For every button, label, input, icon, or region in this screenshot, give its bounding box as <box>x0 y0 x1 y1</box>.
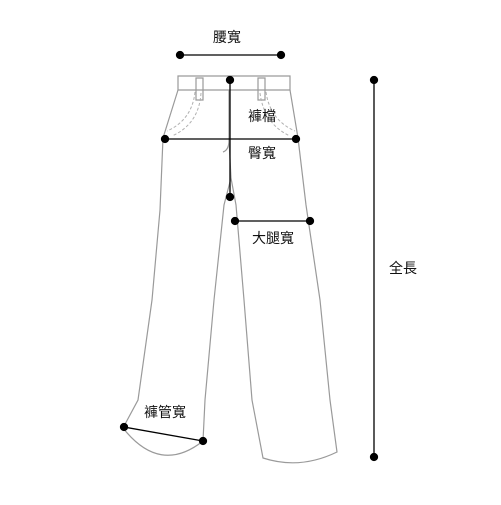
belt-loop-left <box>195 77 204 101</box>
pocket-stitching <box>166 91 296 137</box>
left-leg <box>122 89 232 456</box>
hem-dot-right <box>198 436 208 446</box>
right-leg <box>230 89 338 464</box>
pocket-left <box>166 91 196 132</box>
hem-label: 褲管寬 <box>144 405 186 421</box>
hem-dot-left <box>119 422 129 432</box>
fly-seam <box>222 90 230 153</box>
hip-label: 臀寬 <box>248 146 276 162</box>
thigh-label: 大腿寬 <box>252 231 294 247</box>
belt-loop-right <box>257 77 266 101</box>
length-label: 全長 <box>389 261 417 277</box>
waistband <box>177 75 291 91</box>
rise-label: 褲檔 <box>248 109 276 125</box>
rise-dot-top <box>225 75 235 85</box>
rise-dot-bottom <box>225 192 235 202</box>
waist-dot-right <box>276 50 286 60</box>
pocket-right-inner <box>259 92 291 137</box>
length-dot-bottom <box>369 452 379 462</box>
hip-dot-left <box>160 134 170 144</box>
pocket-left-inner <box>171 92 202 137</box>
pants-outline <box>122 75 338 464</box>
pocket-right <box>265 91 296 132</box>
thigh-dot-right <box>305 216 315 226</box>
thigh-dot-left <box>230 216 240 226</box>
hip-dot-right <box>291 134 301 144</box>
length-dot-top <box>369 75 379 85</box>
hem-line <box>123 426 204 442</box>
waist-dot-left <box>175 50 185 60</box>
waist-label: 腰寬 <box>213 30 241 46</box>
